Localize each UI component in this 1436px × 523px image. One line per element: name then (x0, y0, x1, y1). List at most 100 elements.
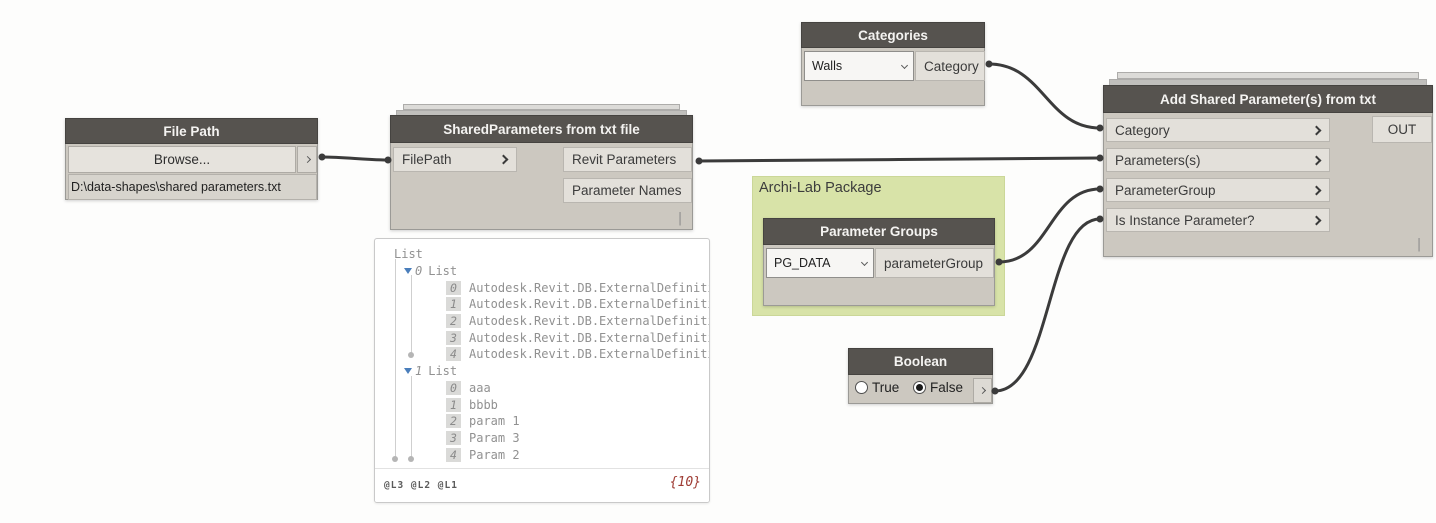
node-title-label: Add Shared Parameter(s) from txt (1159, 91, 1377, 107)
item-index-badge: 4 (446, 447, 461, 462)
watch-sublist-header[interactable]: 1 List (375, 363, 709, 380)
browse-button[interactable]: Browse... (68, 146, 296, 173)
output-port-filepath[interactable] (297, 146, 317, 173)
node-title-bar[interactable]: File Path (65, 118, 318, 144)
item-value: Autodesk.Revit.DB.ExternalDefiniti (469, 280, 710, 295)
tree-guide-line (411, 275, 412, 353)
output-port-revit-parameters[interactable]: Revit Parameters (563, 147, 692, 172)
input-port-category[interactable]: Category (1106, 118, 1330, 142)
node-add-shared-parameters[interactable]: Add Shared Parameter(s) from txt Categor… (1103, 72, 1433, 257)
wire-boolean-to-isinstance[interactable] (993, 217, 1102, 393)
node-shared-parameters[interactable]: SharedParameters from txt file FilePath … (390, 104, 693, 230)
input-port-is-instance-parameter[interactable]: Is Instance Parameter? (1106, 208, 1330, 232)
output-port-label: Revit Parameters (572, 152, 677, 167)
item-value: bbbb (469, 397, 498, 412)
collapse-triangle-icon[interactable] (404, 268, 412, 275)
stacked-node-edge (1117, 72, 1419, 79)
output-port-boolean[interactable] (973, 378, 992, 403)
node-categories[interactable]: Categories Walls Category (801, 22, 985, 106)
item-index-badge: 4 (446, 347, 461, 362)
tree-guide-dot (408, 352, 414, 358)
node-title-bar[interactable]: Parameter Groups (763, 218, 995, 245)
node-title-label: Parameter Groups (820, 224, 938, 239)
item-index-badge: 1 (446, 397, 461, 412)
output-port-label: Parameter Names (572, 183, 682, 198)
watch-root-label: List (394, 247, 423, 262)
tree-guide-dot (392, 456, 398, 462)
item-value: Autodesk.Revit.DB.ExternalDefiniti (469, 330, 710, 345)
sublist-index: 1 (415, 364, 423, 379)
output-port-parameter-group[interactable]: parameterGroup (875, 248, 994, 278)
watch-item-row: 3 Autodesk.Revit.DB.ExternalDefiniti (375, 329, 709, 346)
browse-button-label: Browse... (153, 152, 211, 167)
lacing-levels-label: @L3 @L2 @L1 (384, 480, 458, 491)
wire-parametergroup-to-parametergroup[interactable] (997, 187, 1102, 264)
dropdown-selected-value: Walls (812, 59, 843, 73)
preview-toggle[interactable]: | (1415, 237, 1423, 252)
parameter-group-dropdown[interactable]: PG_DATA (766, 248, 874, 278)
item-index-badge: 2 (446, 314, 461, 329)
watch-item-row: 4 Param 2 (375, 446, 709, 463)
radio-selected-icon[interactable] (913, 381, 926, 394)
watch-item-row: 0 aaa (375, 380, 709, 397)
node-file-path[interactable]: File Path Browse... D:\data-shapes\share… (65, 118, 318, 200)
category-dropdown[interactable]: Walls (804, 51, 914, 81)
dropdown-selected-value: PG_DATA (774, 256, 831, 270)
watch-item-row: 2 param 1 (375, 413, 709, 430)
item-value: Autodesk.Revit.DB.ExternalDefiniti (469, 347, 710, 362)
node-title-bar[interactable]: Add Shared Parameter(s) from txt (1103, 85, 1433, 113)
collapse-triangle-icon[interactable] (404, 368, 412, 375)
preview-bubble[interactable]: List 0 List 0 Autodesk.Revit.DB.External… (374, 238, 710, 503)
output-port-out[interactable]: OUT (1372, 116, 1432, 143)
item-index-badge: 0 (446, 380, 461, 395)
wire-category-to-category[interactable] (987, 62, 1102, 130)
input-port-label: Parameters(s) (1115, 152, 1201, 168)
preview-bubble-footer: @L3 @L2 @L1 {10} (375, 468, 709, 502)
wire-revitparameters-to-parameters[interactable] (697, 156, 1102, 163)
tree-guide-dot (408, 456, 414, 462)
node-title-label: Categories (858, 27, 928, 43)
node-title-label: SharedParameters from txt file (443, 121, 640, 137)
item-value: Autodesk.Revit.DB.ExternalDefiniti (469, 297, 710, 312)
file-path-value: D:\data-shapes\shared parameters.txt (68, 174, 317, 200)
item-index-badge: 3 (446, 430, 461, 445)
group-label: Archi-Lab Package (759, 180, 882, 196)
watch-item-row: 1 Autodesk.Revit.DB.ExternalDefiniti (375, 296, 709, 313)
item-value: aaa (469, 380, 491, 395)
radio-option-true[interactable]: True (855, 380, 899, 395)
item-value: Param 3 (469, 430, 520, 445)
input-port-label: Is Instance Parameter? (1115, 212, 1255, 228)
radio-label: False (930, 380, 964, 395)
item-index-badge: 1 (446, 297, 461, 312)
radio-unselected-icon[interactable] (855, 381, 868, 394)
output-port-category[interactable]: Category (915, 51, 985, 81)
node-title-label: Boolean (893, 354, 948, 369)
node-boolean[interactable]: Boolean True False (848, 348, 993, 404)
item-value: Param 2 (469, 447, 520, 462)
input-port-parameters[interactable]: Parameters(s) (1106, 148, 1330, 172)
output-port-label: Category (924, 58, 979, 74)
radio-label: True (872, 380, 900, 395)
output-port-label: OUT (1387, 122, 1417, 137)
item-value: Autodesk.Revit.DB.ExternalDefiniti (469, 314, 710, 329)
node-parameter-groups[interactable]: Parameter Groups PG_DATA parameterGroup (763, 218, 995, 306)
file-path-text: D:\data-shapes\shared parameters.txt (71, 180, 281, 194)
node-title-bar[interactable]: SharedParameters from txt file (390, 115, 693, 143)
input-port-parameter-group[interactable]: ParameterGroup (1106, 178, 1330, 202)
preview-toggle[interactable]: | (676, 211, 684, 226)
watch-item-row: 1 bbbb (375, 396, 709, 413)
item-index-badge: 2 (446, 414, 461, 429)
item-value: param 1 (469, 414, 520, 429)
item-count-badge: {10} (669, 475, 701, 490)
watch-sublist-header[interactable]: 0 List (375, 263, 709, 280)
input-port-label: Category (1115, 122, 1170, 138)
output-port-parameter-names[interactable]: Parameter Names (563, 178, 692, 203)
input-port-filepath[interactable]: FilePath (393, 147, 517, 172)
watch-tree: List 0 List 0 Autodesk.Revit.DB.External… (375, 246, 709, 463)
node-title-bar[interactable]: Boolean (848, 348, 993, 375)
radio-option-false[interactable]: False (913, 380, 963, 395)
node-title-bar[interactable]: Categories (801, 22, 985, 48)
wire-filepath-to-sharedparameters[interactable] (320, 155, 390, 162)
